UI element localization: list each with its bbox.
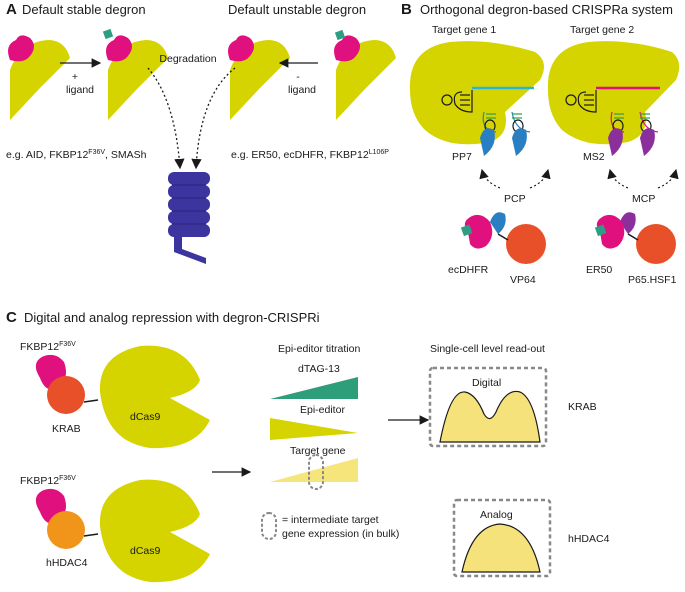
titration-title: Epi-editor titration <box>278 343 360 355</box>
grna-hairpins-target1-icon <box>441 90 531 133</box>
p65-hsf1-icon <box>636 224 676 264</box>
pcp-bound-left-icon <box>480 128 495 156</box>
analog-readout-box <box>452 498 552 578</box>
degradation-path-right-icon <box>191 67 236 170</box>
digital-readout-box <box>428 366 548 448</box>
panel-b-title: Orthogonal degron-based CRISPRa system <box>420 2 673 17</box>
analog-label: Analog <box>480 509 513 521</box>
ecdhfr-degron-icon <box>464 214 493 249</box>
panel-a-letter: A <box>6 1 17 18</box>
hhdac4-label: hHDAC4 <box>46 557 88 569</box>
panel-a-title-left: Default stable degron <box>22 2 146 17</box>
proteasome-icon <box>168 172 210 264</box>
fkbp-top-label: FKBP12F36V <box>20 341 76 353</box>
target-gene-label: Target gene <box>290 445 346 457</box>
examples-right: e.g. ER50, ecDHFR, FKBP12L106P <box>231 149 389 161</box>
pcp-recruit-left-arrow-icon <box>479 168 501 189</box>
intermediate-expression-marker-icon <box>308 454 324 490</box>
ecdhfr-label: ecDHFR <box>448 264 489 276</box>
dtag-gradient-icon <box>270 377 358 399</box>
er50-degron-icon <box>596 214 625 249</box>
ligand-tag-icon <box>594 224 607 237</box>
epi-editor-label: Epi-editor <box>300 404 345 416</box>
unimodal-distribution-icon <box>461 523 541 573</box>
dcas9-target2-icon <box>547 41 680 145</box>
dtag-label: dTAG-13 <box>298 363 340 375</box>
epi-editor-gradient-icon <box>270 418 358 440</box>
mcp-bound-left-icon <box>608 128 623 156</box>
legend-marker-icon <box>261 512 277 540</box>
stable-protein-unbound <box>8 35 70 120</box>
ligand-tag-icon <box>102 28 114 40</box>
ligand-label-right: ligand <box>288 84 316 96</box>
target-gene-1-label: Target gene 1 <box>432 24 496 36</box>
pcp-bound-right-icon <box>512 128 527 156</box>
panel-c: C Digital and analog repression with deg… <box>6 309 610 583</box>
mcp-bound-right-icon <box>640 128 655 156</box>
fkbp-bottom-label: FKBP12F36V <box>20 475 76 487</box>
unstable-protein-left <box>228 35 290 120</box>
ligand-tag-icon <box>460 224 473 237</box>
mcp-label: MCP <box>632 193 655 205</box>
vp64-label: VP64 <box>510 274 536 286</box>
pp7-label: PP7 <box>452 151 472 163</box>
target-gene-2-label: Target gene 2 <box>570 24 634 36</box>
panel-c-title: Digital and analog repression with degro… <box>24 310 320 325</box>
pcp-recruit-right-arrow-icon <box>529 168 551 189</box>
ligand-tag-icon <box>334 29 346 41</box>
pcp-icon <box>490 212 506 234</box>
degradation-path-left-icon <box>147 67 185 170</box>
linker-icon <box>627 233 639 241</box>
linker-icon <box>83 533 99 537</box>
unstable-protein-bound <box>334 29 396 120</box>
ligand-label-left: ligand <box>66 84 94 96</box>
dcas9-target1-icon <box>409 41 544 145</box>
panel-b-letter: B <box>401 1 412 18</box>
hhdac4-icon <box>47 511 85 549</box>
krab-readout-label: KRAB <box>568 401 597 413</box>
krab-icon <box>47 376 85 414</box>
minus-sign: - <box>296 71 300 83</box>
stable-protein-bound <box>102 28 168 120</box>
p65-hsf1-label: P65.HSF1 <box>628 274 677 286</box>
degron-icon <box>8 35 34 62</box>
examples-left: e.g. AID, FKBP12F36V, SMASh <box>6 149 147 161</box>
degron-icon <box>106 35 132 62</box>
target-gene-gradient-icon <box>270 458 358 482</box>
panel-a: A Default stable degron Default unstable… <box>6 1 396 264</box>
dcas9-top-icon <box>99 345 210 449</box>
panel-a-title-right: Default unstable degron <box>228 2 366 17</box>
readout-title: Single-cell level read-out <box>430 343 545 355</box>
degron-icon <box>334 35 360 62</box>
degron-icon <box>228 35 254 62</box>
linker-icon <box>497 233 509 241</box>
dcas9-bottom-icon <box>99 479 210 583</box>
legend-line2: gene expression (in bulk) <box>282 528 399 540</box>
dcas9-top-label: dCas9 <box>130 411 161 423</box>
panel-c-letter: C <box>6 309 17 326</box>
pcp-label: PCP <box>504 193 526 205</box>
legend-line1: = intermediate target <box>282 514 379 526</box>
krab-label: KRAB <box>52 423 81 435</box>
hhdac4-readout-label: hHDAC4 <box>568 533 610 545</box>
plus-sign: + <box>72 71 78 83</box>
mcp-recruit-left-arrow-icon <box>607 168 629 189</box>
ms2-label: MS2 <box>583 151 605 163</box>
mcp-recruit-right-arrow-icon <box>657 168 679 189</box>
dcas9-bottom-label: dCas9 <box>130 545 161 557</box>
digital-label: Digital <box>472 377 501 389</box>
linker-icon <box>83 399 99 403</box>
bimodal-distribution-icon <box>439 390 541 443</box>
degradation-label: Degradation <box>159 53 216 65</box>
vp64-icon <box>506 224 546 264</box>
er50-label: ER50 <box>586 264 612 276</box>
mcp-icon <box>620 212 636 234</box>
panel-b: B Orthogonal degron-based CRISPRa system… <box>401 1 680 286</box>
